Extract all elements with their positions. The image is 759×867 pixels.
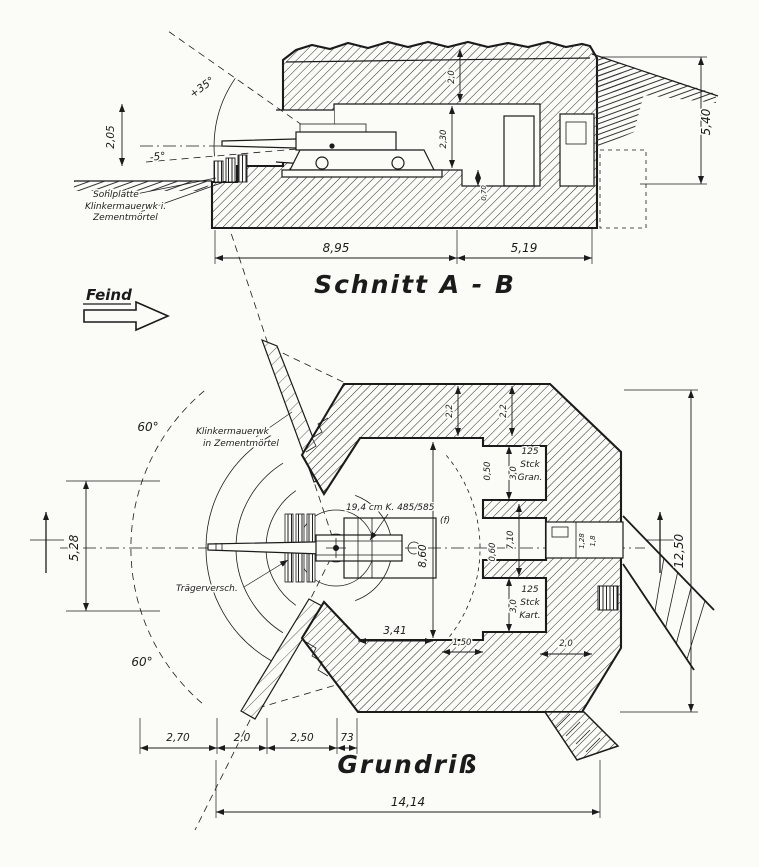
step-detail-bottom: [305, 641, 329, 677]
label-gun-designation: 19,4 cm K. 485/585: [346, 503, 435, 513]
gun-plan: [207, 495, 437, 601]
section-arrow-left: [30, 512, 64, 573]
dim-1-50: 1,50: [453, 638, 472, 648]
dim-roof-2-0: 2,0: [447, 70, 457, 84]
trunnion-pivot: [329, 143, 335, 149]
gun-platform: [281, 169, 443, 178]
feind-marker: Feind: [83, 286, 170, 332]
dim-0-50: 0,50: [483, 462, 493, 481]
elevation-arc: [213, 78, 236, 157]
dim-12-50: 12,50: [672, 533, 686, 568]
section-view: +35° -5° 2,05 2,0 2,30 0,70 8,95 5,19 5,…: [74, 30, 719, 299]
label-klinker-1: Klinkermauerwk: [196, 427, 270, 437]
dim-elevation-min: -5°: [149, 150, 166, 164]
dim-8-60: 8,60: [417, 544, 429, 568]
step-detail-top: [305, 417, 329, 453]
dim-60-top: 60°: [137, 420, 158, 434]
dim-step-0-70: 0,70: [480, 185, 488, 201]
dim-3-0-top: 3,0: [509, 466, 519, 480]
dim-2-50: 2,50: [290, 732, 314, 744]
leader-klinker: [255, 411, 293, 438]
dim-73: 73: [340, 732, 353, 744]
carriage-wheel-right: [391, 156, 405, 170]
dim-8-95: 8,95: [323, 241, 350, 255]
ammo-bottom-count: 125: [521, 585, 538, 595]
roof-top-line: [285, 57, 591, 63]
dim-wall-2-2-a: 2,2: [445, 404, 455, 418]
plan-dimensions: [66, 386, 698, 818]
dim-0-60: 0,60: [488, 543, 498, 562]
front-brick-piers: [213, 154, 248, 183]
dim-5-40: 5,40: [699, 108, 713, 135]
dim-14-14: 14,14: [391, 795, 425, 809]
plan-view: 60° 60° Klinkermauerwk in Zementmörtel 1…: [30, 229, 715, 831]
section-title: Schnitt A - B: [314, 270, 516, 299]
leader-gun: [369, 513, 389, 541]
dim-2-70: 2,70: [166, 732, 190, 744]
rear-door-niche: [559, 113, 595, 187]
section-dimensions: [119, 49, 707, 264]
dim-1-8: 1,8: [589, 535, 597, 547]
dim-3-41: 3,41: [383, 625, 406, 637]
interior-door: [503, 115, 535, 187]
dim-1-28: 1,28: [578, 533, 586, 549]
traverse-arc-outer: [130, 390, 205, 706]
ammo-top-count: 125: [521, 447, 538, 457]
plan-title: Grundriß: [337, 750, 478, 779]
label-sohlplatte: Sohlplatte: [93, 190, 139, 200]
dim-60-bottom: 60°: [131, 655, 152, 669]
label-gun-origin: (f): [440, 516, 450, 526]
dim-2-0-b: 2,0: [559, 639, 573, 649]
ammo-bottom-type: Kart.: [519, 611, 540, 621]
entrance-stairs: [543, 711, 620, 761]
traverse-line-top: [229, 229, 337, 549]
label-zementmoertel: Zementmörtel: [92, 213, 158, 223]
gun-carriage: [289, 149, 435, 171]
earth-slope-line: [591, 53, 719, 97]
rear-door-panel: [565, 121, 587, 145]
gun-section: [140, 30, 443, 178]
dim-elevation-max: +35°: [188, 75, 217, 101]
earth-wedge: [597, 60, 646, 148]
recoil-clearance-arc: [445, 455, 481, 641]
entrance-trench: [622, 515, 715, 671]
dim-wall-2-2-b: 2,2: [499, 404, 509, 418]
leader-traeger: [243, 559, 289, 588]
traverse-arc-3: [205, 435, 272, 661]
gun-cradle: [295, 131, 397, 151]
ground-hatch: [74, 181, 212, 191]
feind-arrow-icon: [83, 300, 170, 332]
exit-passage: [545, 521, 624, 559]
ammo-top-unit: Stck: [520, 460, 540, 470]
dim-2-05: 2,05: [105, 125, 117, 149]
dim-5-28: 5,28: [67, 534, 81, 561]
recuperator: [299, 123, 367, 133]
dim-7-10: 7,10: [506, 531, 516, 550]
dim-room-2-30: 2,30: [439, 130, 449, 149]
ammo-bottom-unit: Stck: [520, 598, 540, 608]
dim-3-0-bottom: 3,0: [509, 599, 519, 613]
label-klinker-2: in Zementmörtel: [203, 439, 279, 449]
elevation-max-line: [167, 30, 333, 147]
wall-shaft: [597, 585, 619, 611]
label-traegerversch: Trägerversch.: [176, 584, 238, 594]
section-arrow-right: [646, 512, 676, 573]
label-klinkermauerwerk: Klinkermauerwk i.: [85, 202, 166, 212]
buried-foundation: [599, 149, 647, 229]
carriage-wheel-left: [315, 156, 329, 170]
ammo-top-type: Gran.: [518, 473, 543, 483]
dim-5-19: 5,19: [511, 241, 538, 255]
dim-2-0-a: 2,0: [234, 732, 251, 744]
door-leaf: [551, 526, 569, 538]
feind-label: Feind: [86, 286, 132, 304]
